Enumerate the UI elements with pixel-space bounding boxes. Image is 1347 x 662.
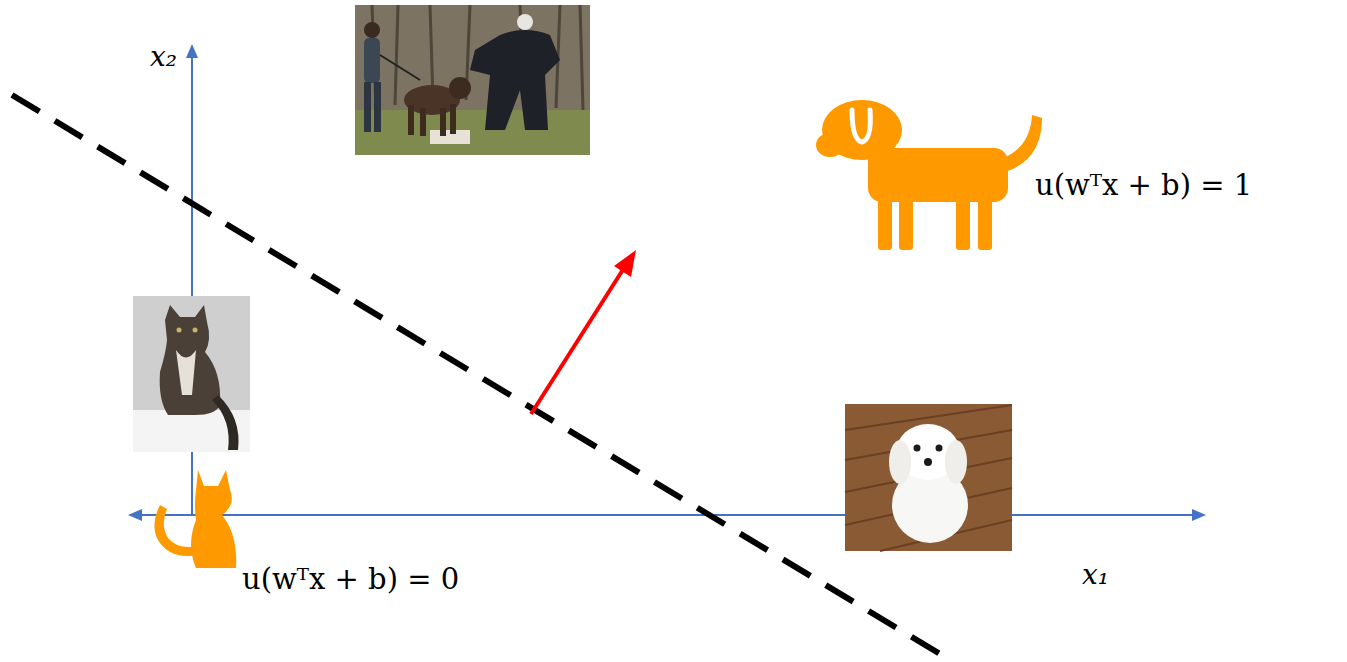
vector-head xyxy=(614,250,636,277)
photo-cat-body xyxy=(160,305,221,415)
photo-dog xyxy=(404,77,471,136)
photo-background xyxy=(355,5,590,155)
photo-attack-dog xyxy=(355,5,590,155)
dog-icon xyxy=(816,100,1042,250)
photo-decoy xyxy=(470,14,560,130)
photo-background xyxy=(133,296,250,452)
axis-label: x₁ xyxy=(1082,558,1109,592)
photo-cat xyxy=(133,296,250,452)
normal-vector xyxy=(531,250,636,414)
photo-floor xyxy=(845,404,1012,551)
decision-boundary xyxy=(12,95,950,660)
cat-icon xyxy=(154,470,236,568)
x-axis xyxy=(140,514,1196,516)
photo-cat-tail xyxy=(212,395,239,450)
axis-arrowhead xyxy=(186,44,198,58)
axes xyxy=(128,44,1206,521)
photo-small-dog xyxy=(845,404,1012,551)
photo-planks xyxy=(845,405,1012,551)
class-label: u(wᵀx + b) = 1 xyxy=(1035,168,1252,203)
class-label: u(wᵀx + b) = 0 xyxy=(242,562,459,597)
axis-arrowhead xyxy=(128,509,142,521)
axis-label: x₂ xyxy=(150,40,177,74)
photo-cat-chest xyxy=(176,350,196,395)
axis-arrowhead xyxy=(1192,509,1206,521)
photo-grass xyxy=(355,110,590,155)
vector-shaft xyxy=(531,268,624,414)
